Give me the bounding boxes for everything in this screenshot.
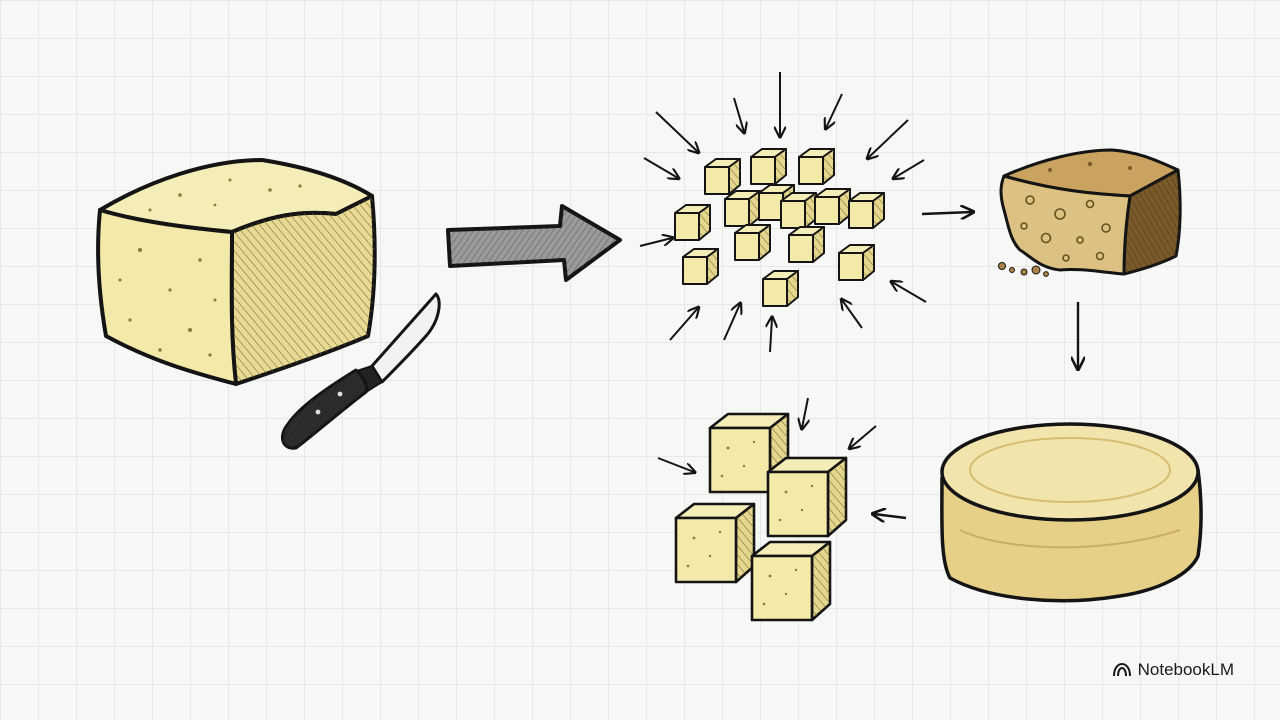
aged-cheese-wedge-icon (999, 148, 1182, 276)
stacked-cubes-icon (674, 412, 848, 622)
knife-icon (280, 292, 441, 450)
flow-arrow-left (874, 514, 907, 518)
cheese-block-icon (96, 158, 377, 386)
big-flow-arrow (446, 204, 622, 282)
stack-arrows (657, 397, 877, 472)
notebooklm-logo-icon (1112, 662, 1131, 677)
watermark-brand-text: NotebookLM (1137, 660, 1234, 679)
converging-arrows (639, 72, 927, 353)
notebooklm-watermark: NotebookLM (1112, 660, 1234, 680)
cheese-crumbs (998, 262, 1049, 277)
scattered-cubes-icon (674, 148, 885, 307)
flow-arrow-right (921, 212, 972, 214)
cheese-wheel-icon (940, 422, 1203, 603)
